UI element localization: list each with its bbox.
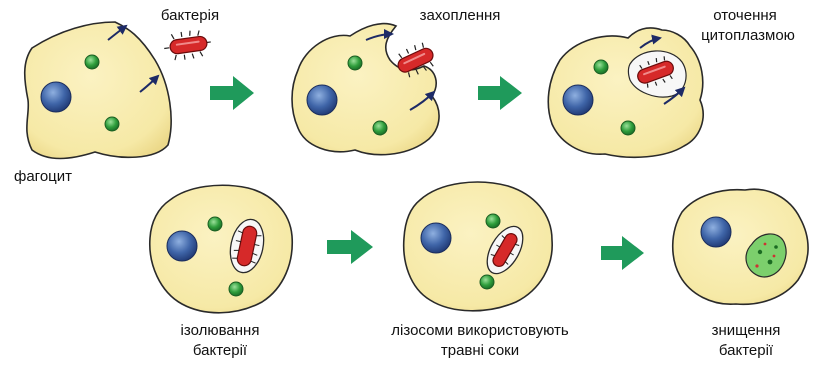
granule	[594, 60, 608, 74]
label-destroy-line1: знищення	[686, 321, 806, 340]
granule	[105, 117, 119, 131]
nucleus	[421, 223, 451, 253]
nucleus	[563, 85, 593, 115]
label-isolation-line1: ізолювання	[160, 321, 280, 340]
granule	[373, 121, 387, 135]
lysosome	[486, 214, 500, 228]
granule	[621, 121, 635, 135]
lysosome	[480, 275, 494, 289]
phagocyte-cell	[673, 189, 808, 304]
step-arrow	[601, 236, 644, 270]
label-capture: захоплення	[400, 6, 520, 25]
label-isolation-line2: бактерії	[160, 341, 280, 360]
label-phagocyte: фагоцит	[14, 167, 72, 186]
granule	[85, 55, 99, 69]
stage-isolation	[150, 185, 292, 312]
granule	[208, 217, 222, 231]
label-lysosomes-line1: лізосоми використовують	[370, 321, 590, 340]
stage-surround	[548, 28, 703, 157]
nucleus	[307, 85, 337, 115]
step-arrow	[327, 230, 373, 264]
step-arrow	[210, 76, 254, 110]
label-destroy-line2: бактерії	[686, 341, 806, 360]
nucleus	[41, 82, 71, 112]
nucleus	[701, 217, 731, 247]
stage-initial	[25, 22, 213, 159]
stage-capture	[292, 24, 439, 155]
label-lysosomes-line2: травні соки	[370, 341, 590, 360]
granule	[348, 56, 362, 70]
label-surround-line1: оточення	[690, 6, 800, 25]
label-surround-line2: цитоплазмою	[683, 26, 813, 45]
label-bacterium: бактерія	[150, 6, 230, 25]
stage-destroy	[673, 189, 808, 304]
nucleus	[167, 231, 197, 261]
granule	[229, 282, 243, 296]
step-arrow	[478, 76, 522, 110]
stage-lysosomes	[404, 182, 552, 311]
bacterium	[162, 28, 212, 62]
